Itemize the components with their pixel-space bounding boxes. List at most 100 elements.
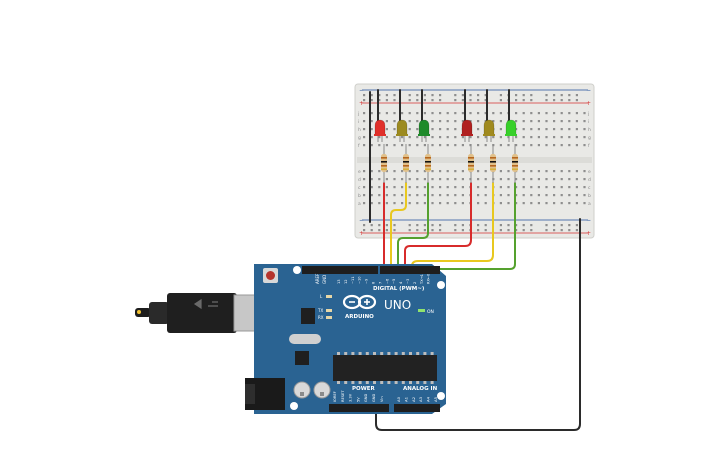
- rail-hole: [363, 224, 366, 227]
- signal-wire-yellow-2[interactable]: [411, 182, 494, 271]
- breadboard-hole: [370, 128, 373, 131]
- rail-hole: [408, 99, 411, 102]
- breadboard-hole: [515, 186, 518, 189]
- breadboard-hole: [431, 202, 434, 205]
- breadboard-hole: [530, 128, 533, 131]
- rail-hole: [423, 94, 426, 97]
- rail-hole: [545, 99, 548, 102]
- breadboard-hole: [575, 186, 578, 189]
- rail-hole: [477, 94, 480, 97]
- rail-hole: [545, 224, 548, 227]
- capacitor: [313, 381, 331, 399]
- rail-hole: [439, 94, 442, 97]
- breadboard-hole: [560, 178, 563, 181]
- power-pin-label: 3.3V: [349, 393, 353, 402]
- breadboard-hole: [416, 178, 419, 181]
- breadboard-hole: [530, 144, 533, 147]
- rail-hole: [416, 99, 419, 102]
- led-green-icon[interactable]: [418, 119, 430, 142]
- breadboard-hole: [385, 128, 388, 131]
- breadboard-hole: [378, 112, 381, 115]
- led-red-icon[interactable]: [461, 119, 473, 142]
- rail-hole: [378, 224, 381, 227]
- breadboard-hole: [568, 128, 571, 131]
- usb-icon: [193, 298, 218, 310]
- signal-wire-yellow-1[interactable]: [390, 182, 407, 271]
- rail-hole: [484, 224, 487, 227]
- breadboard-hole: [370, 186, 373, 189]
- resistor-icon[interactable]: [381, 144, 387, 183]
- resistor-icon[interactable]: [490, 144, 496, 183]
- power-pin-label: IOREF: [333, 391, 337, 402]
- digital-header-left[interactable]: [302, 266, 378, 274]
- signal-wire-green-1[interactable]: [397, 182, 429, 271]
- breadboard-hole: [499, 178, 502, 181]
- rail-hole: [515, 229, 518, 232]
- rail-hole: [461, 99, 464, 102]
- rail-hole: [499, 94, 502, 97]
- breadboard-hole: [583, 170, 586, 173]
- breadboard-hole: [423, 186, 426, 189]
- rail-hole: [515, 99, 518, 102]
- reset-button-cap[interactable]: [266, 271, 275, 280]
- breadboard-hole: [515, 144, 518, 147]
- dc-power-jack-front: [245, 384, 255, 404]
- rail-hole: [454, 229, 457, 232]
- breadboard-hole: [477, 136, 480, 139]
- chip-pin: [387, 352, 391, 355]
- breadboard-hole: [575, 144, 578, 147]
- breadboard-hole: [477, 144, 480, 147]
- resistor-icon[interactable]: [512, 144, 518, 183]
- breadboard-hole: [568, 202, 571, 205]
- led-green-icon[interactable]: [505, 119, 517, 142]
- rail-hole: [530, 99, 533, 102]
- breadboard-hole: [378, 178, 381, 181]
- breadboard-hole: [363, 112, 366, 115]
- breadboard-hole: [568, 120, 571, 123]
- breadboard-hole: [408, 120, 411, 123]
- rail-hole: [461, 94, 464, 97]
- breadboard-hole: [408, 202, 411, 205]
- ground-return-wire[interactable]: [375, 218, 581, 431]
- signal-wire-red-2[interactable]: [404, 182, 472, 271]
- digital-header-right[interactable]: [380, 266, 440, 274]
- resistor-icon[interactable]: [468, 144, 474, 183]
- analog-header[interactable]: [394, 404, 440, 412]
- rail-hole: [378, 94, 381, 97]
- breadboard-hole: [401, 178, 404, 181]
- resistor-icon[interactable]: [403, 144, 409, 183]
- rx-led-indicator: [326, 316, 332, 319]
- breadboard-hole: [507, 170, 510, 173]
- breadboard-hole: [370, 144, 373, 147]
- breadboard-hole: [401, 170, 404, 173]
- breadboard-hole: [553, 186, 556, 189]
- breadboard-hole: [568, 194, 571, 197]
- power-header[interactable]: [329, 404, 389, 412]
- row-letter-label: i: [358, 119, 359, 125]
- led-yellow-icon[interactable]: [396, 119, 408, 142]
- rail-hole: [545, 229, 548, 232]
- rail-hole: [477, 99, 480, 102]
- breadboard-hole: [446, 186, 449, 189]
- breadboard-hole: [553, 178, 556, 181]
- breadboard-hole: [416, 186, 419, 189]
- breadboard-hole: [545, 112, 548, 115]
- led-red-icon[interactable]: [374, 119, 386, 142]
- analog-pin-label: A3: [418, 396, 423, 402]
- breadboard-hole: [530, 194, 533, 197]
- breadboard-hole: [522, 136, 525, 139]
- usb-plug-body: [167, 293, 237, 333]
- led-yellow-icon[interactable]: [483, 119, 495, 142]
- rail-hole: [553, 229, 556, 232]
- breadboard-hole: [575, 136, 578, 139]
- breadboard-hole: [378, 186, 381, 189]
- breadboard-hole: [401, 194, 404, 197]
- breadboard-hole: [545, 194, 548, 197]
- resistor-icon[interactable]: [425, 144, 431, 183]
- chip-pin: [394, 381, 398, 384]
- breadboard-hole: [507, 186, 510, 189]
- breadboard-hole: [370, 178, 373, 181]
